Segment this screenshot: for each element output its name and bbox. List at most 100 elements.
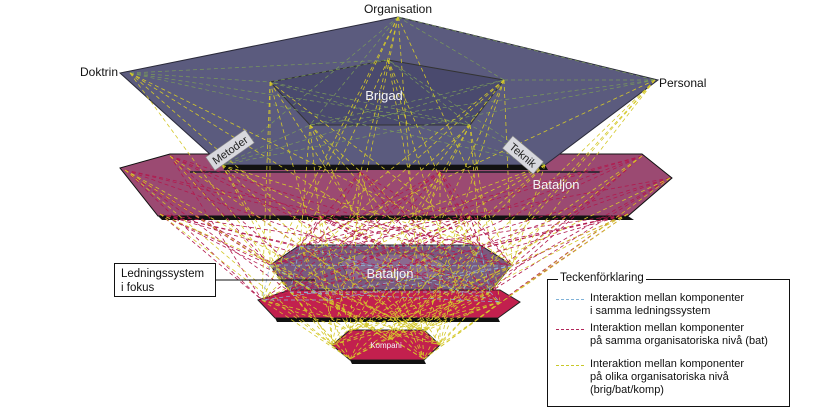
interaction-line <box>459 245 481 301</box>
interaction-line <box>269 171 441 266</box>
interaction-line <box>269 264 333 346</box>
interaction-line <box>423 79 505 332</box>
interaction-line <box>349 164 546 332</box>
interaction-line <box>221 79 656 166</box>
legend-text-same-system: Interaktion mellan komponenter i samma l… <box>590 292 745 317</box>
interaction-line <box>169 155 263 301</box>
interaction-line <box>261 16 399 301</box>
interaction-line <box>479 213 629 247</box>
interaction-line <box>319 215 491 293</box>
interaction-line <box>129 72 271 83</box>
interaction-line <box>319 215 461 301</box>
interaction-line <box>387 215 471 341</box>
interaction-line <box>397 16 425 360</box>
legend-text-different-levels: Interaktion mellan komponenter på olika … <box>590 358 745 396</box>
interaction-line <box>329 155 643 301</box>
interaction-line <box>159 213 271 266</box>
interaction-line <box>349 299 461 332</box>
interaction-line <box>221 164 501 303</box>
legend-title: Teckenförklaring <box>558 272 646 284</box>
interaction-line <box>299 124 311 247</box>
interaction-line <box>439 265 513 346</box>
interaction-line <box>159 213 425 332</box>
interaction-line <box>329 215 471 301</box>
interaction-line <box>423 79 656 332</box>
interaction-line <box>261 299 441 346</box>
interaction-line <box>159 213 461 301</box>
interaction-line <box>439 171 501 303</box>
interaction-line <box>221 79 505 166</box>
bataljon-focus-label: Bataljon <box>367 266 414 281</box>
interaction-line <box>331 213 629 346</box>
legend: Teckenförklaring Interaktion mellan komp… <box>547 272 790 407</box>
interaction-line <box>299 215 321 247</box>
interaction-line <box>261 81 271 301</box>
interaction-line <box>159 213 513 267</box>
interaction-line <box>309 79 656 126</box>
interaction-line <box>439 215 471 346</box>
interaction-line <box>489 291 501 303</box>
interaction-line <box>299 79 656 247</box>
organisation-label: Organisation <box>364 2 432 16</box>
interaction-line <box>359 171 481 247</box>
interaction-line <box>269 81 546 166</box>
interaction-line <box>387 59 471 126</box>
interaction-line <box>269 215 471 266</box>
interaction-line <box>261 299 351 360</box>
interaction-line <box>299 59 389 247</box>
interaction-line <box>269 81 441 346</box>
interaction-line <box>319 215 501 303</box>
interaction-line <box>159 213 263 301</box>
interaction-line <box>309 79 505 126</box>
interaction-line <box>349 171 361 332</box>
interaction-line <box>269 81 331 301</box>
interaction-line <box>423 177 671 360</box>
legend-item-same-system: Interaktion mellan komponenter i samma l… <box>556 292 786 318</box>
interaction-line <box>329 299 333 346</box>
interaction-line <box>387 79 505 341</box>
legend-text-same-level: Interaktion mellan komponenter på samma … <box>590 322 768 347</box>
interaction-line <box>129 72 291 293</box>
interaction-line <box>489 79 656 293</box>
legend-swatch-crimson <box>556 329 584 330</box>
interaction-line <box>289 291 351 332</box>
interaction-line <box>169 155 513 267</box>
interaction-line <box>387 291 491 341</box>
personal-label: Personal <box>659 76 706 90</box>
interaction-line <box>387 59 441 346</box>
interaction-line <box>329 213 629 301</box>
interaction-line <box>289 291 441 346</box>
interaction-line <box>159 213 331 301</box>
interaction-line <box>469 215 501 303</box>
interaction-line <box>299 155 643 247</box>
interaction-line <box>124 169 291 293</box>
legend-item-different-levels: Interaktion mellan komponenter på olika … <box>556 358 786 397</box>
interaction-line <box>269 155 643 266</box>
interaction-line <box>359 171 461 301</box>
interaction-line <box>331 245 481 346</box>
interaction-line <box>269 264 389 341</box>
interaction-lines <box>124 16 671 360</box>
interaction-line <box>169 155 331 301</box>
interaction-line <box>261 164 546 301</box>
interaction-line <box>387 301 501 341</box>
interaction-line <box>269 81 513 267</box>
interaction-line <box>397 16 656 81</box>
interaction-line <box>124 169 333 346</box>
interaction-line <box>261 264 271 301</box>
brigad-label: Brigad <box>365 88 403 103</box>
interaction-line <box>221 124 311 166</box>
interaction-line <box>511 164 546 267</box>
interaction-line <box>169 155 425 332</box>
legend-swatch-blue <box>556 299 584 300</box>
interaction-line <box>269 264 513 267</box>
interaction-line <box>331 301 501 346</box>
interaction-line <box>289 245 301 293</box>
interaction-line <box>423 291 491 360</box>
interaction-line <box>459 177 671 301</box>
interaction-line <box>261 265 513 301</box>
interaction-line <box>261 299 351 332</box>
interaction-line <box>269 16 399 266</box>
interaction-line <box>269 213 629 266</box>
focus-callout-text: Ledningssystem i fokus <box>121 268 205 294</box>
